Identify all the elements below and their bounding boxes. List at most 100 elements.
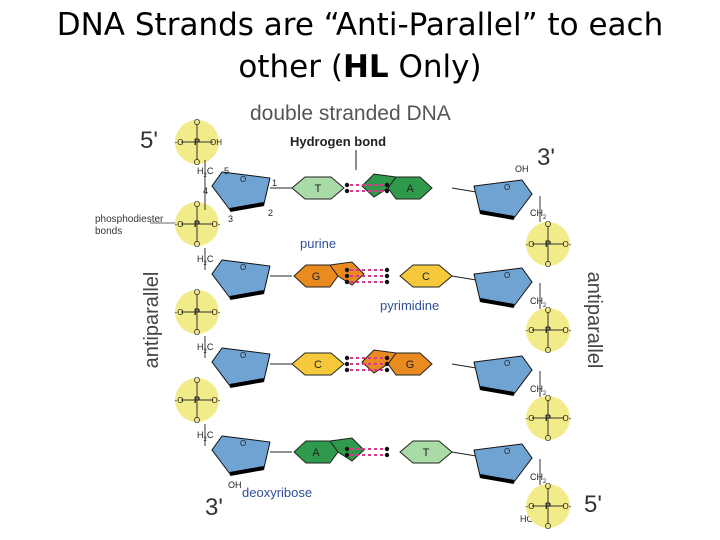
phosphate-o-top: O: [194, 288, 200, 297]
carbon-2-label: 2: [268, 208, 273, 218]
deoxyribose-label: deoxyribose: [242, 485, 312, 500]
ch2-right-2: CH2: [530, 296, 547, 309]
phosphate-o-top: O: [545, 482, 551, 491]
phosphate-o-right: O-: [563, 502, 572, 511]
glycosidic-bond-right: [451, 363, 477, 369]
phosphate-o-bottom: O: [194, 158, 200, 167]
ch2-left-c: C: [207, 430, 214, 440]
sugar-bold-edge: [229, 202, 265, 212]
sugar-bold-edge: [479, 210, 515, 220]
sugar-right-1: O: [473, 179, 533, 220]
base-right-G: G: [361, 349, 433, 376]
oh-top-right: OH: [515, 164, 529, 174]
sugar-o: O: [504, 183, 510, 192]
sugar-bold-edge: [479, 474, 515, 484]
base-letter: G: [406, 359, 415, 371]
bond-dot: [344, 279, 350, 285]
title-hl: HL: [342, 49, 389, 85]
bond-dot: [344, 188, 350, 194]
sugar-left-2: O: [211, 259, 271, 300]
ch2-left-sub: 2: [204, 173, 208, 179]
phosphate-o-top: O: [194, 200, 200, 209]
purine-label: purine: [300, 236, 336, 251]
base-right-A: A: [361, 173, 433, 200]
five-prime-bottom-right: 5': [584, 491, 602, 518]
bond-dot: [384, 267, 390, 273]
phosphate-p: P: [545, 413, 551, 423]
ch2-left-c: C: [207, 166, 214, 176]
sugar-o: O: [240, 439, 246, 448]
ho-bottom-right: HO: [520, 514, 534, 524]
phosphate-o-minus: -O: [526, 414, 535, 423]
sugar-left-4: O: [211, 435, 271, 476]
phosphate-o-right: O-: [212, 308, 221, 317]
phosphate-p: P: [194, 307, 200, 317]
slide-title: DNA Strands are “Anti-Parallel” to each …: [0, 4, 720, 88]
ch2-left-sub: 2: [204, 261, 208, 267]
phosphate-o-top: O: [194, 376, 200, 385]
bond-dot: [344, 267, 350, 273]
pyrimidine-label: pyrimidine: [380, 298, 439, 313]
bond-dot: [344, 367, 350, 373]
base-ring: [399, 440, 453, 464]
bond-dot: [384, 446, 390, 452]
bond-dot: [384, 361, 390, 367]
ch2-left-3: H2C: [197, 342, 214, 355]
ch2-right-sub: 2: [543, 303, 547, 309]
hydrogen-bonds-pair-1: [344, 182, 390, 194]
phosphate-o-top: O: [194, 118, 200, 127]
base-left-T: T: [291, 176, 345, 200]
ch2-right-4: CH2: [530, 472, 547, 485]
base-five-ring: [361, 349, 397, 374]
ch2-right-sub: 2: [543, 391, 547, 397]
bond-dot: [344, 361, 350, 367]
base-right-C: C: [399, 264, 453, 288]
phosphate-o-right: O-: [563, 414, 572, 423]
base-letter: T: [315, 183, 322, 195]
base-left-G: G: [293, 261, 365, 288]
antiparallel-right-label: antiparallel: [583, 272, 605, 369]
phosphodiester-label: phosphodiester: [95, 214, 164, 225]
phosphate-p: P: [545, 325, 551, 335]
phosphate-o-minus: -O: [175, 308, 184, 317]
base-right-T: T: [399, 440, 453, 464]
sugar-left-3: O: [211, 347, 271, 388]
base-left-A: A: [293, 437, 365, 464]
phosphate-o-minus: -O: [526, 240, 535, 249]
phosphate-o-bottom: O: [545, 522, 551, 531]
ch2-left-sub: 2: [204, 349, 208, 355]
phosphate-o-minus: -O: [526, 326, 535, 335]
sugar-right-4: O: [473, 443, 533, 484]
sugar-bold-edge: [229, 378, 265, 388]
phosphate-p: P: [194, 137, 200, 147]
phosphate-o-bottom: O: [545, 260, 551, 269]
bond-dot: [384, 273, 390, 279]
glycosidic-bond-right: [451, 451, 477, 457]
sugar-o: O: [504, 447, 510, 456]
phosphate-o-bottom: O: [545, 346, 551, 355]
title-prefix: other (: [238, 49, 343, 85]
bond-dot: [344, 273, 350, 279]
glycosidic-bond-right: [451, 275, 477, 281]
hydrogen-bonds-pair-3: [344, 355, 390, 373]
phosphate-p: P: [194, 219, 200, 229]
phosphate-o-bottom: O: [194, 328, 200, 337]
carbon-4-label: 4: [203, 186, 208, 196]
carbon-1-label: 1: [272, 178, 277, 188]
sugar-right-3: O: [473, 355, 533, 396]
oh-bottom-left: OH: [228, 480, 242, 490]
bond-dot: [384, 182, 390, 188]
phosphate-o-minus: -O: [175, 396, 184, 405]
carbon-5-label: 5: [224, 166, 229, 176]
base-ring: [399, 264, 453, 288]
ch2-left-1: H2C: [197, 166, 214, 179]
phosphate-o-minus: -O: [175, 138, 184, 147]
sugar-bold-edge: [229, 290, 265, 300]
phosphate-o-minus: -O: [175, 220, 184, 229]
phosphate-o-bottom: O: [545, 434, 551, 443]
sugar-left-1: O: [211, 171, 271, 212]
